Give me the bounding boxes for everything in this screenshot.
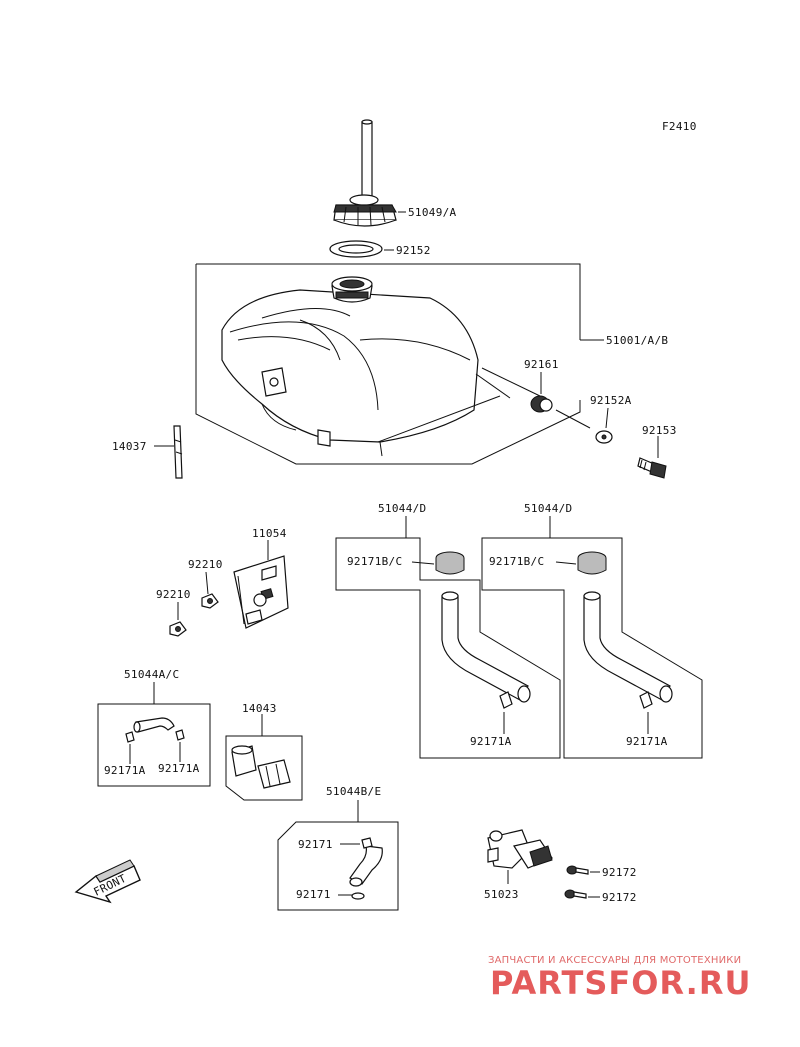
label-clamp-bc-1: 92171B/C — [347, 555, 402, 568]
label-hose-be: 51044B/E — [326, 785, 381, 798]
label-bracket: 11054 — [252, 527, 287, 540]
bolt — [637, 457, 667, 479]
filter-frame — [225, 735, 303, 801]
tank-group-frame — [195, 263, 581, 465]
label-screw-upper: 92172 — [602, 866, 637, 879]
screw-upper — [566, 865, 589, 875]
fuel-cap — [333, 194, 397, 227]
hose-be — [349, 845, 383, 887]
clamp-a-1 — [499, 691, 513, 709]
hose-2 — [583, 591, 673, 703]
figure-code: F2410 — [662, 120, 697, 133]
label-hose-small: 51044A/C — [124, 668, 179, 681]
clamp-bc-2 — [577, 551, 607, 575]
screw-lower — [564, 889, 587, 899]
label-clamp-be-bottom: 92171 — [296, 888, 331, 901]
hose-1 — [441, 591, 531, 703]
hose-group-1-frame — [335, 537, 561, 759]
label-cap: 51049/A — [408, 206, 457, 219]
clamp-small-left — [125, 731, 135, 743]
label-screw-lower: 92172 — [602, 891, 637, 904]
label-nut-lower: 92210 — [156, 588, 191, 601]
fuel-cock — [487, 829, 553, 869]
fuel-filter — [231, 745, 291, 789]
tank-strip — [173, 425, 183, 479]
bracket — [233, 555, 289, 629]
cap-gasket — [329, 240, 383, 258]
fuel-tank — [221, 276, 541, 457]
collar-washer — [595, 430, 613, 444]
hose-small — [133, 717, 175, 733]
clamp-a-2 — [639, 691, 653, 709]
label-tank: 51001/A/B — [606, 334, 668, 347]
label-clamp-be-top: 92171 — [298, 838, 333, 851]
hose-group-2-frame — [481, 537, 703, 759]
watermark-caption: ЗАПЧАСТИ И АКСЕССУАРЫ ДЛЯ МОТОТЕХНИКИ — [488, 955, 741, 966]
clamp-be-bottom — [351, 892, 365, 900]
label-filter: 14043 — [242, 702, 277, 715]
nut-upper — [201, 593, 219, 609]
hose-be-frame — [277, 821, 399, 911]
clamp-bc-1 — [435, 551, 465, 575]
label-gasket: 92152 — [396, 244, 431, 257]
label-strip: 14037 — [112, 440, 147, 453]
vent-tube — [361, 119, 373, 197]
label-cock: 51023 — [484, 888, 519, 901]
label-nut-upper: 92210 — [188, 558, 223, 571]
nut-lower — [169, 621, 187, 637]
label-clamp-a-2: 92171A — [626, 735, 668, 748]
label-clamp-small-left: 92171A — [104, 764, 146, 777]
clamp-be-top — [361, 837, 373, 849]
clamp-small-right — [175, 729, 185, 741]
label-clamp-small-right: 92171A — [158, 762, 200, 775]
label-grommet: 92161 — [524, 358, 559, 371]
label-hose-group-2: 51044/D — [524, 502, 572, 515]
label-hose-group-1: 51044/D — [378, 502, 426, 515]
label-washer: 92152A — [590, 394, 632, 407]
label-clamp-a-1: 92171A — [470, 735, 512, 748]
watermark-brand: PARTSFOR.RU — [490, 964, 751, 1002]
front-arrow: FRONT — [74, 859, 141, 904]
grommet — [530, 395, 553, 413]
label-clamp-bc-2: 92171B/C — [489, 555, 544, 568]
label-bolt: 92153 — [642, 424, 677, 437]
